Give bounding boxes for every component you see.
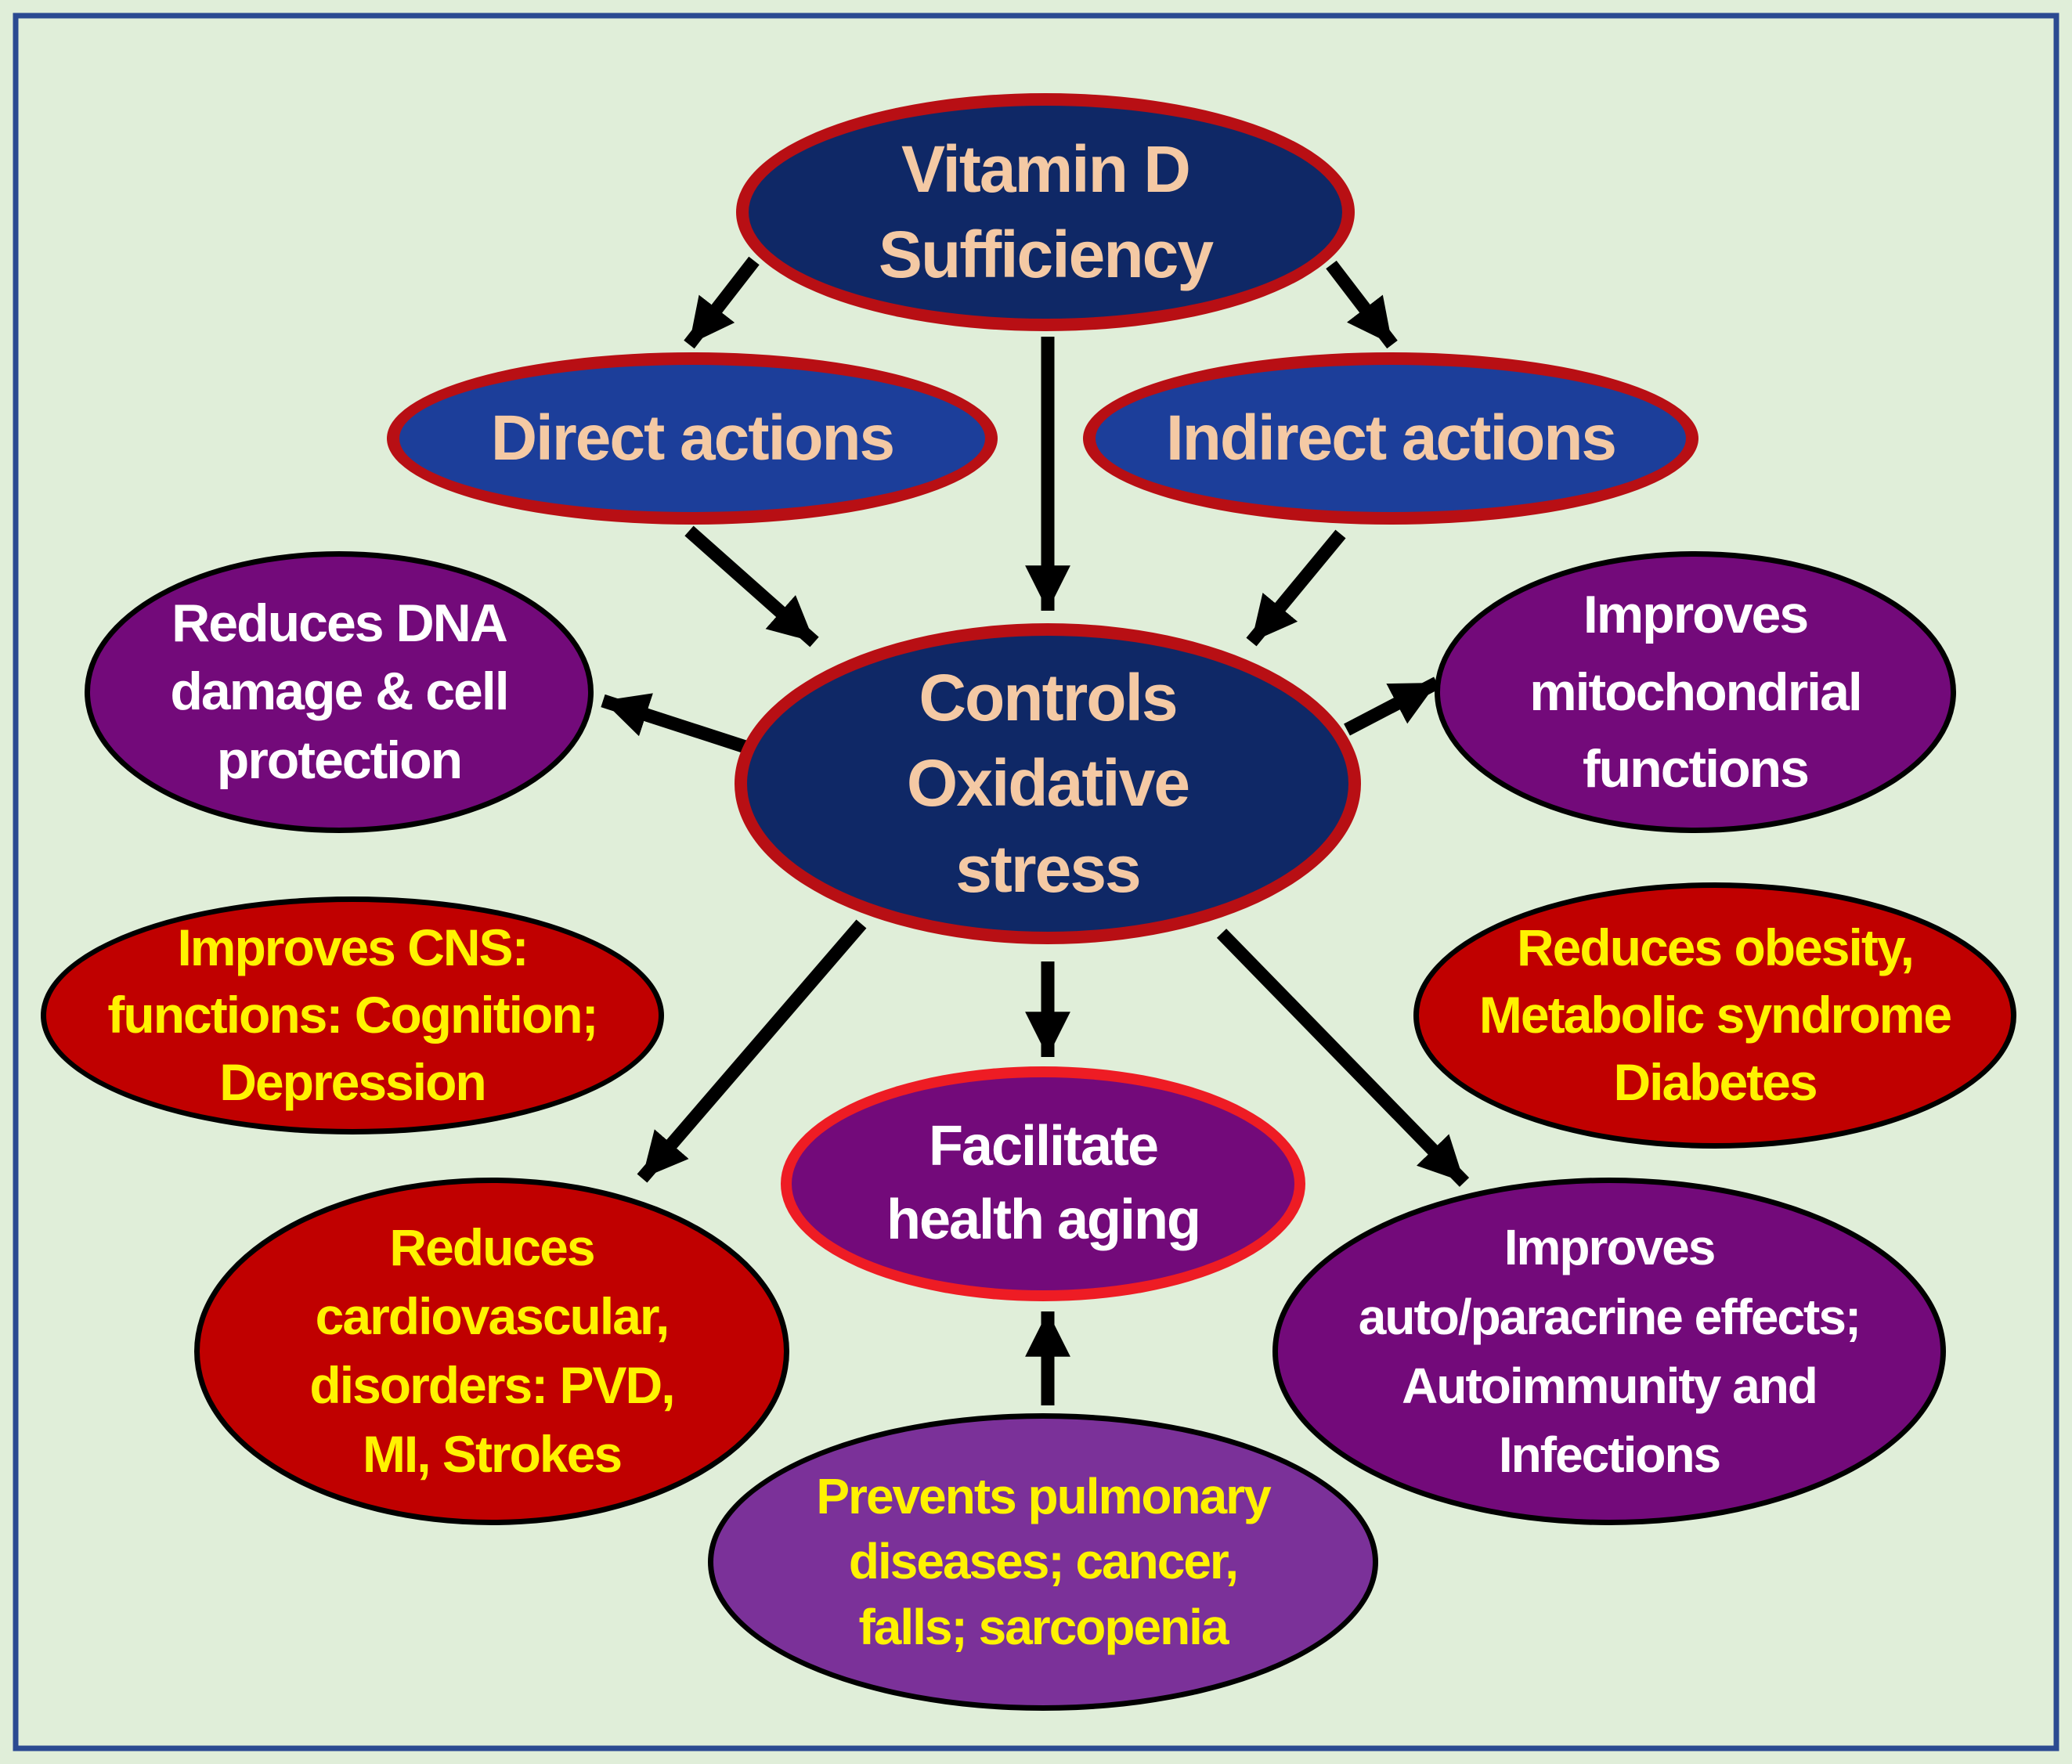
node-indirect-actions-label: Indirect actions bbox=[1165, 402, 1617, 474]
node-cns: Improves CNS: functions: Cognition; Depr… bbox=[41, 896, 664, 1135]
arrow-vitamin-d-to-direct-actions bbox=[684, 256, 760, 349]
node-direct-actions-label: Direct actions bbox=[490, 402, 895, 474]
arrow-oxidative-stress-to-cardiovascular bbox=[637, 919, 867, 1183]
node-vitamin-d-label: Vitamin D Sufficiency bbox=[878, 132, 1214, 291]
node-healthy-aging: Facilitate health aging bbox=[781, 1066, 1305, 1301]
node-cardiovascular: Reduces cardiovascular, disorders: PVD, … bbox=[194, 1178, 789, 1525]
node-obesity: Reduces obesity, Metabolic syndrome Diab… bbox=[1413, 882, 2016, 1149]
node-vitamin-d: Vitamin D Sufficiency bbox=[736, 93, 1355, 331]
node-oxidative-stress-label: Controls Oxidative stress bbox=[906, 661, 1190, 906]
node-mitochondrial-label: Improves mitochondrial functions bbox=[1529, 585, 1863, 799]
node-obesity-label: Reduces obesity, Metabolic syndrome Diab… bbox=[1478, 918, 1952, 1111]
node-healthy-aging-label: Facilitate health aging bbox=[886, 1115, 1201, 1251]
node-dna-damage-label: Reduces DNA damage & cell protection bbox=[170, 593, 509, 790]
frame-border bbox=[13, 13, 2059, 1751]
node-dna-damage: Reduces DNA damage & cell protection bbox=[85, 551, 594, 833]
node-oxidative-stress: Controls Oxidative stress bbox=[735, 623, 1361, 944]
node-cardiovascular-label: Reduces cardiovascular, disorders: PVD, … bbox=[309, 1218, 675, 1483]
node-mitochondrial: Improves mitochondrial functions bbox=[1435, 551, 1956, 833]
arrow-direct-actions-to-oxidative-stress bbox=[684, 525, 819, 648]
arrow-oxidative-stress-to-autoimmunity bbox=[1216, 929, 1470, 1187]
node-pulmonary-label: Prevents pulmonary diseases; cancer, fal… bbox=[816, 1468, 1271, 1655]
node-cns-label: Improves CNS: functions: Cognition; Depr… bbox=[107, 918, 598, 1111]
node-autoimmunity: Improves auto/paracrine effects; Autoimm… bbox=[1272, 1178, 1946, 1525]
arrow-vitamin-d-to-indirect-actions bbox=[1326, 260, 1398, 349]
node-direct-actions: Direct actions bbox=[387, 352, 998, 525]
arrow-oxidative-stress-to-dna-damage bbox=[601, 693, 750, 755]
arrow-indirect-actions-to-oxidative-stress bbox=[1246, 529, 1346, 647]
node-indirect-actions: Indirect actions bbox=[1083, 352, 1698, 525]
arrow-oxidative-stress-to-mitochondrial bbox=[1344, 676, 1440, 736]
node-autoimmunity-label: Improves auto/paracrine effects; Autoimm… bbox=[1358, 1219, 1861, 1484]
node-pulmonary: Prevents pulmonary diseases; cancer, fal… bbox=[708, 1413, 1378, 1711]
